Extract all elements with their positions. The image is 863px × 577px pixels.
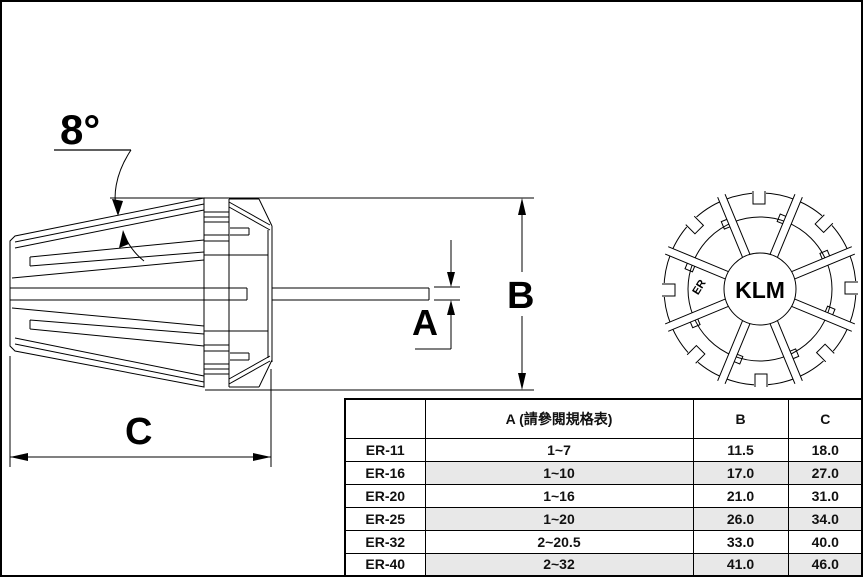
model-cell: ER-25 bbox=[344, 506, 426, 531]
angle-arrow-upper bbox=[112, 199, 123, 216]
header-b: B bbox=[692, 398, 789, 439]
table-row: ER-25 1~20 26.0 34.0 bbox=[344, 506, 861, 531]
dim-c-cell: 34.0 bbox=[787, 506, 861, 531]
dim-c-cell: 18.0 bbox=[787, 437, 861, 462]
angle-dimension: 8° bbox=[54, 106, 145, 262]
model-cell: ER-11 bbox=[344, 437, 426, 462]
brand-label: KLM bbox=[735, 277, 785, 303]
collet-slots bbox=[663, 192, 857, 386]
angle-label: 8° bbox=[60, 106, 100, 153]
collet-body-outline bbox=[9, 197, 205, 388]
spec-table: A (請參閱規格表) B C ER-11 1~7 11.5 18.0 ER-16… bbox=[344, 398, 861, 575]
model-cell: ER-20 bbox=[344, 483, 426, 508]
end-view: KLM ER bbox=[657, 186, 861, 392]
model-cell: ER-40 bbox=[344, 552, 426, 575]
table-row: ER-32 2~20.5 33.0 40.0 bbox=[344, 529, 861, 554]
dim-c-label: C bbox=[125, 411, 152, 453]
dim-b-cell: 17.0 bbox=[692, 460, 789, 485]
table-header-row: A (請參閱規格表) B C bbox=[344, 398, 861, 439]
dim-c-cell: 40.0 bbox=[787, 529, 861, 554]
range-a-cell: 1~20 bbox=[424, 506, 694, 531]
header-c: C bbox=[787, 398, 861, 439]
collet-neck-groove bbox=[204, 211, 229, 375]
range-a-cell: 1~16 bbox=[424, 483, 694, 508]
range-a-cell: 1~7 bbox=[424, 437, 694, 462]
header-a: A (請參閱規格表) bbox=[424, 398, 694, 439]
range-a-cell: 1~10 bbox=[424, 460, 694, 485]
rim-notches bbox=[657, 186, 861, 392]
dimension-c: C bbox=[9, 356, 272, 467]
dim-c-cell: 31.0 bbox=[787, 483, 861, 508]
table-row: ER-40 2~32 41.0 46.0 bbox=[344, 552, 861, 575]
range-a-cell: 2~32 bbox=[424, 552, 694, 575]
side-view bbox=[9, 197, 430, 388]
table-row: ER-16 1~10 17.0 27.0 bbox=[344, 460, 861, 485]
dim-b-label: B bbox=[507, 275, 534, 317]
collet-back-section bbox=[228, 198, 273, 388]
dim-b-cell: 26.0 bbox=[692, 506, 789, 531]
table-row: ER-11 1~7 11.5 18.0 bbox=[344, 437, 861, 462]
dim-b-cell: 11.5 bbox=[692, 437, 789, 462]
model-cell: ER-16 bbox=[344, 460, 426, 485]
model-cell: ER-32 bbox=[344, 529, 426, 554]
dim-b-cell: 21.0 bbox=[692, 483, 789, 508]
range-a-cell: 2~20.5 bbox=[424, 529, 694, 554]
dim-a-label: A bbox=[412, 302, 438, 343]
table-row: ER-20 1~16 21.0 31.0 bbox=[344, 483, 861, 508]
dim-b-cell: 41.0 bbox=[692, 552, 789, 575]
dimension-b: B bbox=[110, 197, 534, 391]
er-series-label: ER bbox=[690, 278, 708, 297]
header-model bbox=[344, 398, 426, 439]
angle-arrow-lower bbox=[119, 230, 129, 248]
shank-bar bbox=[272, 287, 430, 301]
dim-b-cell: 33.0 bbox=[692, 529, 789, 554]
dim-c-cell: 27.0 bbox=[787, 460, 861, 485]
dim-c-cell: 46.0 bbox=[787, 552, 861, 575]
dimension-a: A bbox=[412, 240, 460, 350]
